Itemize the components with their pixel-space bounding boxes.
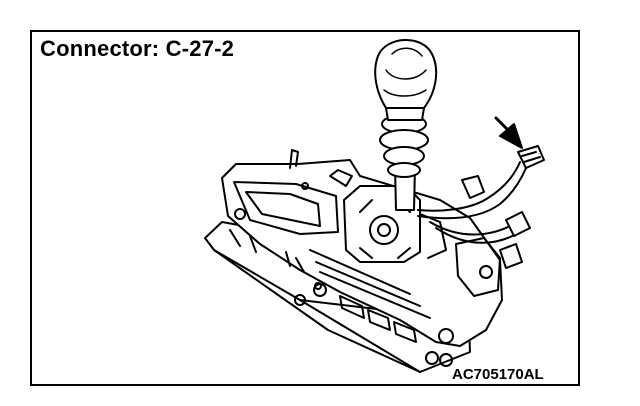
shift-knob — [374, 39, 438, 121]
connector-title: Connector: C-27-2 — [40, 36, 235, 61]
wiring-harness — [417, 161, 531, 269]
figure-code: AC705170AL — [452, 366, 544, 383]
connector-c-27-2 — [517, 145, 545, 169]
arrow-icon — [494, 116, 523, 149]
